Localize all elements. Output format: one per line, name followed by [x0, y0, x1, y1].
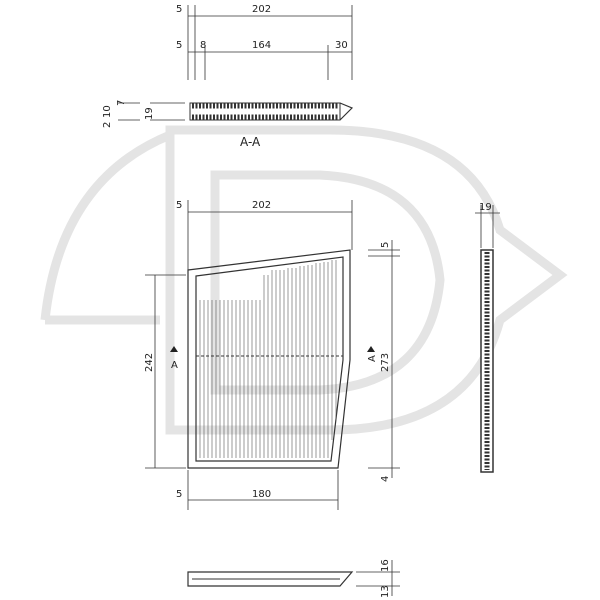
dim-right-top: 5	[380, 242, 391, 248]
filter-pleats	[196, 260, 343, 458]
cut-marker-right: A	[367, 355, 378, 362]
dim-bottom-view-a: 16	[380, 559, 391, 572]
dim-section-a: 2	[102, 122, 113, 128]
top-dimensions: 5 202 5 8 164 30	[176, 4, 353, 80]
section-label: A-A	[240, 135, 261, 149]
dim-right-bottom: 4	[380, 476, 391, 482]
dim-section-c: 7	[116, 100, 127, 106]
dim-inner-left: 8	[200, 40, 206, 51]
dim-section-height: 19	[144, 107, 155, 120]
dim-front-top-width: 202	[252, 200, 271, 211]
dim-top-offset: 5	[176, 4, 182, 15]
dim-offset2: 5	[176, 40, 182, 51]
dim-top-overall: 202	[252, 4, 271, 15]
front-view: 5 202 A A 242 5 273 4 5 180	[144, 200, 400, 510]
side-view: 19	[475, 202, 500, 473]
section-view: 19 2 10 7 A-A	[102, 100, 354, 149]
dim-bottom-view-b: 13	[380, 585, 391, 598]
dim-side-thickness: 19	[479, 202, 492, 213]
dim-inner-right: 30	[335, 40, 348, 51]
dim-section-b: 10	[102, 105, 113, 118]
dim-bottom-width: 180	[252, 489, 271, 500]
watermark-logo	[40, 125, 568, 435]
dim-left-height: 242	[144, 353, 155, 372]
dim-right-height: 273	[380, 353, 391, 372]
bottom-view: 16 13	[187, 559, 400, 598]
dim-front-top-offset: 5	[176, 200, 182, 211]
dim-bottom-offset: 5	[176, 489, 182, 500]
cut-marker-left: A	[171, 360, 178, 371]
dim-inner: 164	[252, 40, 271, 51]
